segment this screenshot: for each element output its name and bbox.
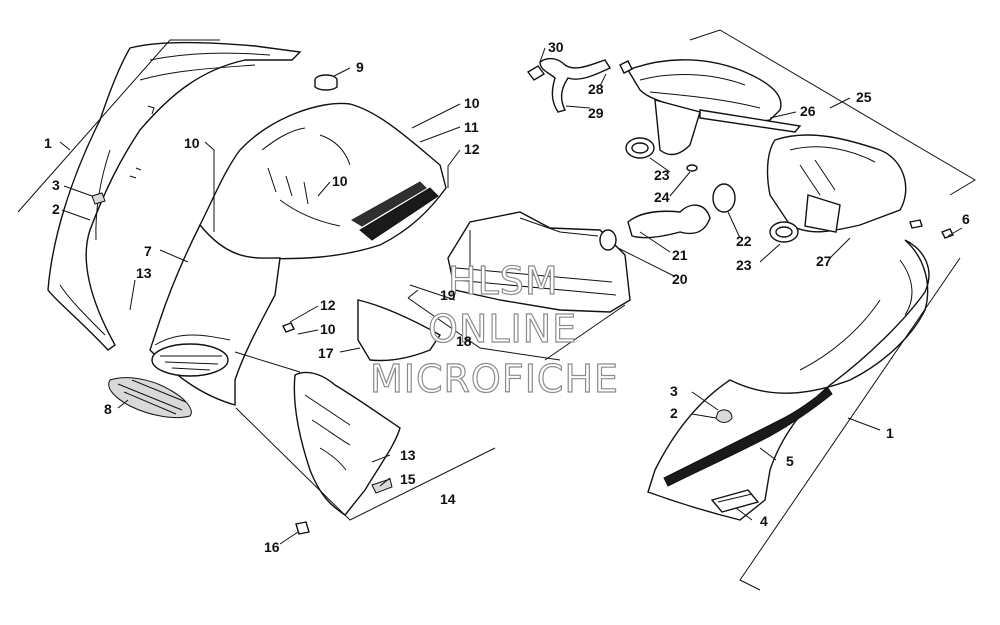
callout-11: 11 xyxy=(464,119,479,135)
lower-front-panel xyxy=(282,322,401,535)
callout-26: 26 xyxy=(800,103,816,119)
hood xyxy=(149,102,447,406)
seals-and-couplers xyxy=(599,137,799,251)
callout-30: 30 xyxy=(548,39,564,55)
callout-24: 24 xyxy=(654,189,670,205)
callout-13-b: 13 xyxy=(400,447,416,463)
callout-9: 9 xyxy=(356,59,364,75)
callout-12-b: 12 xyxy=(320,297,336,313)
callout-23-a: 23 xyxy=(654,167,670,183)
callout-2-left: 2 xyxy=(52,201,60,217)
watermark-line-2: ONLINE xyxy=(428,307,577,351)
callout-29: 29 xyxy=(588,105,604,121)
leader-lines xyxy=(17,29,976,591)
callout-4: 4 xyxy=(760,513,768,529)
callout-3-left: 3 xyxy=(52,177,60,193)
callout-10-c: 10 xyxy=(332,173,348,189)
callout-2-right: 2 xyxy=(670,405,678,421)
callout-8: 8 xyxy=(104,401,112,417)
callout-20: 20 xyxy=(672,271,688,287)
callout-labels: 1 3 2 10 9 10 11 12 10 7 13 12 10 17 18 … xyxy=(44,39,970,555)
right-side-panel xyxy=(647,228,954,521)
callout-25: 25 xyxy=(856,89,872,105)
callout-19: 19 xyxy=(440,287,456,303)
callout-21: 21 xyxy=(672,247,688,263)
shroud-17 xyxy=(357,299,441,362)
callout-12-a: 12 xyxy=(464,141,480,157)
airbox-19 xyxy=(447,211,631,313)
callout-3-right: 3 xyxy=(670,383,678,399)
callout-18: 18 xyxy=(456,333,472,349)
intake-silencer-27 xyxy=(766,134,923,233)
callout-10-b: 10 xyxy=(464,95,480,111)
callout-27: 27 xyxy=(816,253,832,269)
callout-5: 5 xyxy=(786,453,794,469)
callout-13-a: 13 xyxy=(136,265,152,281)
callout-28: 28 xyxy=(588,81,604,97)
callout-17: 17 xyxy=(318,345,334,361)
left-side-panel xyxy=(47,41,302,351)
callout-23-b: 23 xyxy=(736,257,752,273)
callout-22: 22 xyxy=(736,233,752,249)
callout-10-a: 10 xyxy=(184,135,200,151)
hose-30-29 xyxy=(526,57,612,113)
headlight-lens-8 xyxy=(108,377,192,419)
callout-10-d: 10 xyxy=(320,321,336,337)
callout-7: 7 xyxy=(144,243,152,259)
callout-1-right: 1 xyxy=(886,425,894,441)
callout-1-left: 1 xyxy=(44,135,52,151)
watermark-line-3: MICROFICHE xyxy=(370,357,619,401)
callout-6: 6 xyxy=(962,211,970,227)
watermark-line-1: HLSM xyxy=(448,259,559,303)
grommet-9 xyxy=(314,74,338,91)
callout-14: 14 xyxy=(440,491,456,507)
callout-15: 15 xyxy=(400,471,416,487)
watermark: HLSM ONLINE MICROFICHE xyxy=(369,258,619,401)
callout-16: 16 xyxy=(264,539,280,555)
intake-duct-25 xyxy=(619,59,802,156)
